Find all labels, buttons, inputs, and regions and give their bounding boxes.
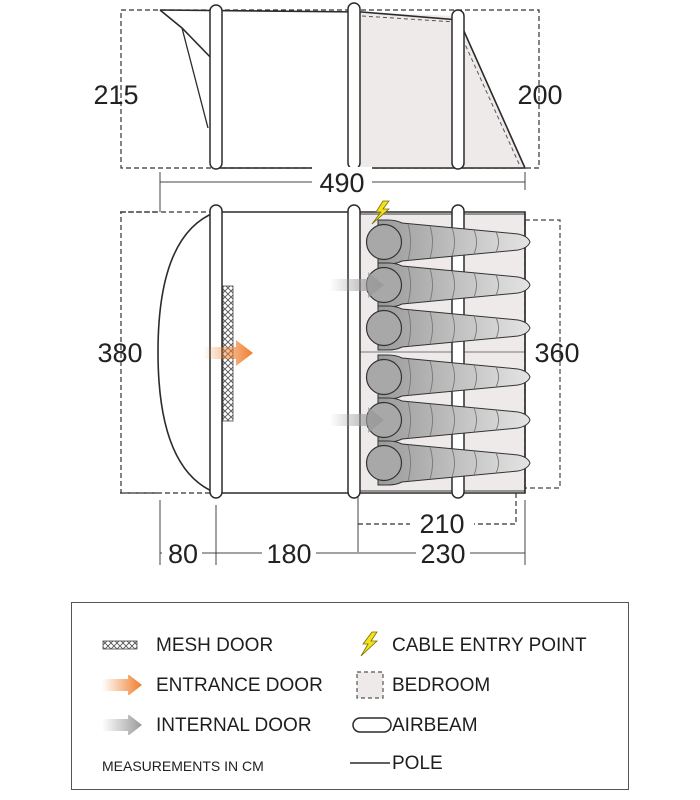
- dashed-square-icon: [356, 671, 384, 699]
- elevation-airbeam-1: [209, 4, 223, 170]
- line-icon: [350, 762, 390, 764]
- legend-entrance-door-label: ENTRANCE DOOR: [156, 675, 323, 696]
- total-length-dimension: 490: [159, 167, 526, 212]
- elevation-airbeam-2: [347, 2, 361, 170]
- dim-porch-length: 80: [168, 539, 198, 569]
- dim-side-height-right: 360: [534, 338, 579, 368]
- dim-top-height-left: 215: [93, 80, 138, 110]
- legend-box: MESH DOOR ENTRANCE DOOR INTERNAL DOOR ME…: [71, 602, 629, 790]
- entrance-door-arrow-icon: [203, 340, 253, 366]
- bedroom-length-dimension: 210: [357, 493, 517, 552]
- capsule-icon: [352, 717, 392, 733]
- elevation-bedroom-fill: [360, 12, 525, 168]
- dim-bedroom-section-length: 230: [420, 539, 465, 569]
- legend-internal-door-label: INTERNAL DOOR: [156, 715, 312, 736]
- elevation-airbeam-3: [451, 9, 465, 170]
- elevation-porch-line: [159, 9, 216, 63]
- elevation-inner-line: [181, 27, 209, 129]
- dim-total-length: 490: [319, 168, 364, 198]
- legend-measurements-note: MEASUREMENTS IN CM: [102, 758, 264, 774]
- legend-cable-entry-label: CABLE ENTRY POINT: [392, 635, 587, 656]
- lightning-bolt-icon: [360, 631, 379, 657]
- internal-door-arrow-icon-1: [330, 272, 384, 298]
- dim-bedroom-length: 210: [419, 509, 464, 539]
- internal-door-arrow-icon-2: [330, 407, 384, 433]
- tent-floor-plan-diagram: 215 200 490: [93, 2, 580, 569]
- cable-entry-lightning-icon: [371, 200, 391, 225]
- entrance-door-icon: [102, 675, 142, 695]
- floor-airbeam-2: [347, 204, 361, 499]
- internal-door-icon: [102, 715, 142, 735]
- floor-outer-outline: [157, 211, 526, 494]
- legend-pole-label: POLE: [392, 753, 443, 774]
- side-elevation-view: 215 200: [93, 2, 563, 170]
- floor-plan-view: 380 360: [97, 200, 580, 499]
- mesh-door-icon: [102, 640, 138, 650]
- legend-airbeam-label: AIRBEAM: [392, 715, 478, 736]
- dim-living-length: 180: [266, 539, 311, 569]
- dim-top-height-right: 200: [517, 80, 562, 110]
- legend-bedroom-label: BEDROOM: [392, 675, 491, 696]
- dim-side-height-left: 380: [97, 338, 142, 368]
- legend-mesh-door-label: MESH DOOR: [156, 635, 274, 656]
- bottom-length-dimensions: 80 180 230: [159, 500, 526, 569]
